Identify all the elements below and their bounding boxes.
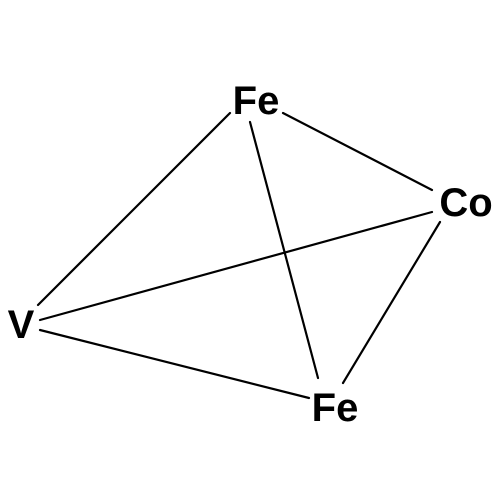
bond-v-fe-bottom xyxy=(38,328,311,400)
atom-label-co: Co xyxy=(439,181,492,225)
bond-fe-top-fe-bottom xyxy=(248,120,320,380)
label-layer: Fe Co V Fe xyxy=(8,79,493,430)
atom-label-fe-top: Fe xyxy=(233,79,280,123)
atom-label-fe-bottom: Fe xyxy=(312,386,359,430)
bond-fe-top-v xyxy=(36,111,232,307)
bond-fe-top-co xyxy=(281,111,434,192)
bond-co-fe-bottom xyxy=(341,220,442,385)
bond-layer xyxy=(36,111,442,400)
bond-co-v xyxy=(38,210,434,322)
atom-label-v: V xyxy=(8,303,35,347)
